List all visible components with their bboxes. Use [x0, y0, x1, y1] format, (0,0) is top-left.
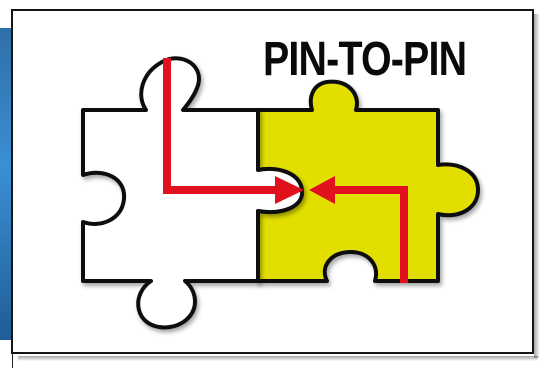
diagram-title: PIN-TO-PIN — [263, 36, 466, 84]
